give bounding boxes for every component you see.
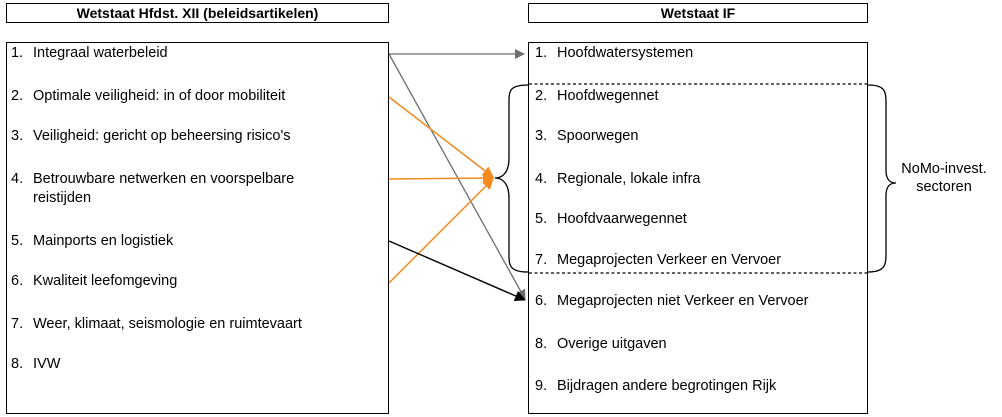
right-item-1-num: 1.	[535, 45, 548, 61]
left-item-8: 8. IVW	[11, 355, 60, 374]
left-item-6: 6. Kwaliteit leefomgeving	[11, 272, 177, 291]
right-item-3-label: Spoorwegen	[557, 128, 639, 144]
left-item-8-num: 8.	[11, 356, 24, 372]
right-item-3-num: 3.	[535, 128, 548, 144]
sector-label-line2: sectoren	[916, 179, 972, 195]
right-item-9-label: Bijdragen andere begrotingen Rijk	[557, 378, 777, 394]
sector-label: NoMo-invest. sectoren	[892, 160, 996, 196]
right-item-8-label: Overige uitgaven	[557, 336, 667, 352]
right-item-5: 5. Hoofdvaarwegennet	[535, 210, 687, 229]
left-panel	[6, 42, 389, 414]
right-item-7-label: Megaprojecten Verkeer en Vervoer	[557, 252, 782, 268]
right-item-3: 3. Spoorwegen	[535, 127, 638, 146]
left-item-1: 1. Integraal waterbeleid	[11, 44, 168, 63]
left-item-7: 7. Weer, klimaat, seismologie en ruimteva…	[11, 315, 302, 334]
left-item-1-label: Integraal waterbeleid	[33, 45, 168, 61]
left-item-5: 5. Mainports en logistiek	[11, 232, 173, 251]
right-item-2: 2. Hoofdwegennet	[535, 87, 659, 106]
right-item-2-label: Hoofdwegennet	[557, 88, 659, 104]
left-item-1-num: 1.	[11, 45, 24, 61]
left-header-title: Wetstaat Hfdst. XII (beleidsartikelen)	[76, 5, 319, 21]
left-item-5-label: Mainports en logistiek	[33, 233, 174, 249]
arrow-orange-4	[388, 172, 494, 184]
left-item-4-num: 4.	[11, 171, 24, 187]
left-item-3-label: Veiligheid: gericht op beheersing risico…	[33, 128, 291, 144]
right-item-6: 6. Megaprojecten niet Verkeer en Vervoer	[535, 292, 808, 311]
left-item-4-label-line2: reistijden	[33, 190, 92, 206]
arrow-orange-2	[388, 96, 494, 178]
right-item-1-label: Hoofdwatersystemen	[557, 45, 694, 61]
left-item-7-label: Weer, klimaat, seismologie en ruimtevaar…	[33, 316, 302, 332]
right-item-4: 4. Regionale, lokale infra	[535, 170, 700, 189]
right-item-2-num: 2.	[535, 88, 548, 104]
left-item-6-label: Kwaliteit leefomgeving	[33, 273, 178, 289]
left-header: Wetstaat Hfdst. XII (beleidsartikelen)	[6, 3, 389, 23]
left-item-2-num: 2.	[11, 88, 24, 104]
left-item-3-num: 3.	[11, 128, 24, 144]
sector-label-line1: NoMo-invest.	[901, 161, 987, 177]
right-brace	[867, 84, 897, 273]
left-item-4-label: Betrouwbare netwerken en voorspelbare	[33, 171, 295, 187]
left-item-3: 3. Veiligheid: gericht op beheersing risi…	[11, 127, 290, 146]
left-item-5-num: 5.	[11, 233, 24, 249]
right-item-4-num: 4.	[535, 171, 548, 187]
right-item-7: 7. Megaprojecten Verkeer en Vervoer	[535, 251, 781, 270]
right-item-9-num: 9.	[535, 378, 548, 394]
right-item-1: 1. Hoofdwatersystemen	[535, 44, 693, 63]
right-item-6-label: Megaprojecten niet Verkeer en Vervoer	[557, 293, 809, 309]
left-item-6-num: 6.	[11, 273, 24, 289]
left-brace	[494, 84, 529, 273]
arrow-gray-1-to-6	[388, 53, 526, 300]
right-item-5-num: 5.	[535, 211, 548, 227]
left-item-8-label: IVW	[33, 356, 61, 372]
right-item-8: 8. Overige uitgaven	[535, 335, 667, 354]
right-item-5-label: Hoofdvaarwegennet	[557, 211, 687, 227]
left-item-4: 4.Betrouwbare netwerken en voorspelbare …	[11, 170, 294, 208]
arrow-black-5-to-6	[388, 240, 526, 302]
right-item-4-label: Regionale, lokale infra	[557, 171, 701, 187]
right-item-6-num: 6.	[535, 293, 548, 309]
left-item-2-label: Optimale veiligheid: in of door mobilite…	[33, 88, 286, 104]
left-item-7-num: 7.	[11, 316, 24, 332]
right-item-9: 9. Bijdragen andere begrotingen Rijk	[535, 377, 776, 396]
right-header-title: Wetstaat IF	[660, 5, 736, 21]
right-item-7-num: 7.	[535, 252, 548, 268]
right-header: Wetstaat IF	[528, 3, 868, 23]
arrow-orange-6	[388, 178, 494, 284]
right-panel	[528, 42, 868, 414]
left-item-2: 2. Optimale veiligheid: in of door mobili…	[11, 87, 285, 106]
right-item-8-num: 8.	[535, 336, 548, 352]
